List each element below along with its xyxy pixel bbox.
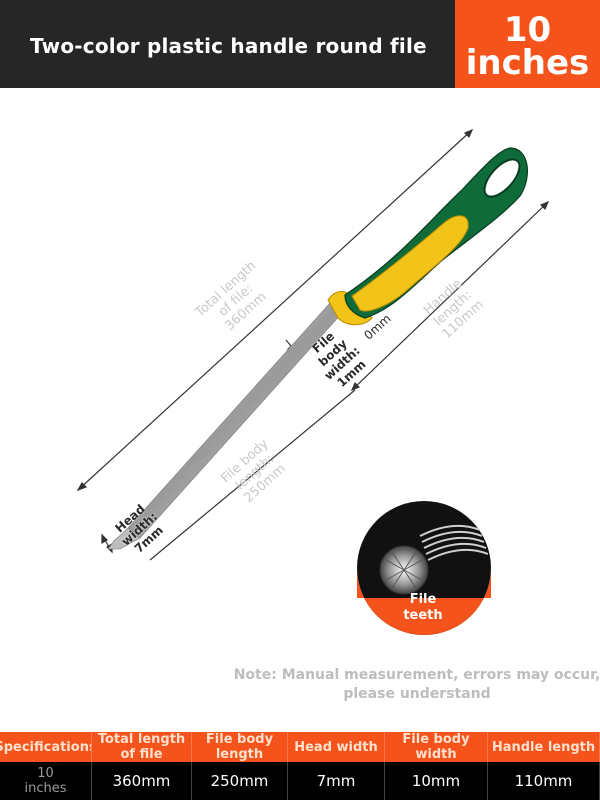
handle-length-dimension-line (350, 200, 550, 392)
value-specifications: 10 inches (0, 762, 92, 800)
spec-table-header: Specifications Total length of file File… (0, 732, 600, 762)
size-badge-unit: inches (465, 43, 590, 83)
product-title: Two-color plastic handle round file (30, 34, 427, 58)
head-width-marker (101, 533, 113, 554)
total-length-dimension-line (76, 128, 474, 492)
header-body-width: File body width (385, 732, 488, 762)
header-body-length: File body length (192, 732, 288, 762)
file-teeth-label: File teeth (403, 592, 443, 623)
value-handle-length: 110mm (488, 762, 600, 800)
body-length-dimension-line (149, 389, 356, 561)
spec-table: Specifications Total length of file File… (0, 732, 600, 800)
value-head-width: 7mm (288, 762, 385, 800)
header-specifications: Specifications (0, 732, 92, 762)
file-illustration (76, 128, 550, 635)
spec-table-row: 10 inches 360mm 250mm 7mm 10mm 110mm (0, 762, 600, 800)
value-body-width: 10mm (385, 762, 488, 800)
file-handle (327, 147, 528, 326)
size-badge-number: 10 (503, 10, 552, 50)
measurement-note: Note: Manual measurement, errors may occ… (233, 667, 600, 702)
size-badge: 10 inches (455, 0, 600, 88)
value-body-length: 250mm (192, 762, 288, 800)
header-head-width: Head width (288, 732, 385, 762)
header-total-length: Total length of file (92, 732, 192, 762)
value-total-length: 360mm (92, 762, 192, 800)
header-handle-length: Handle length (488, 732, 600, 762)
file-tip (107, 527, 141, 550)
file-teeth-closeup (357, 501, 491, 635)
